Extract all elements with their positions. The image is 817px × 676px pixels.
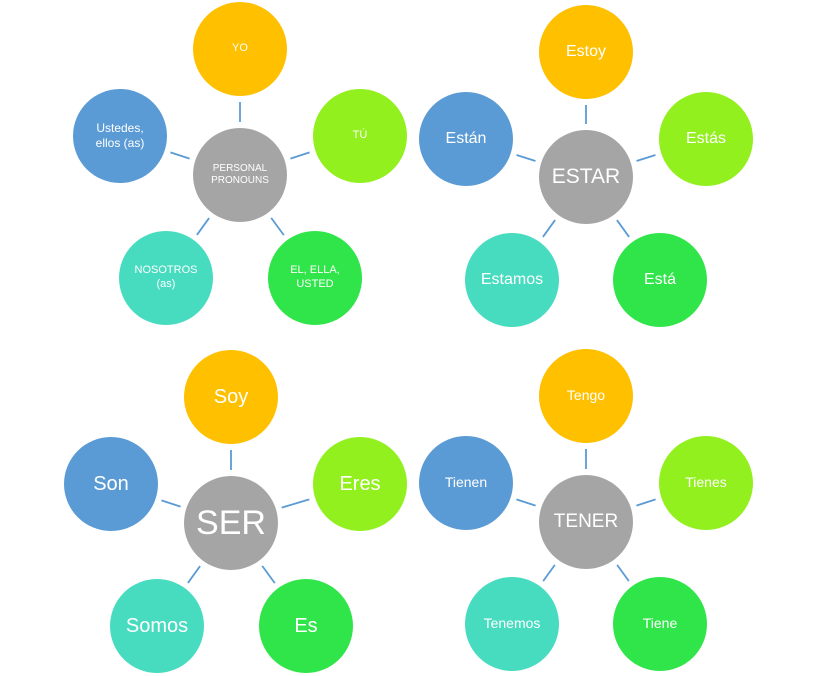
estar-bottom-left: Estamos xyxy=(465,233,559,327)
personal-pronouns-center: PERSONAL PRONOUNS xyxy=(193,128,287,222)
ser-right: Eres xyxy=(313,437,407,531)
tener-center: TENER xyxy=(539,475,633,569)
estar-connector-bottom-right xyxy=(616,219,630,238)
tener-bottom-right: Tiene xyxy=(613,577,707,671)
ser-center: SER xyxy=(184,476,278,570)
personal-pronouns-top: YO xyxy=(193,2,287,96)
tener-connector-bottom-left xyxy=(542,564,556,582)
tener-left: Tienen xyxy=(419,436,513,530)
tener-connector-right xyxy=(636,498,656,507)
ser-connector-bottom-right xyxy=(261,565,276,584)
ser-left: Son xyxy=(64,437,158,531)
estar-center: ESTAR xyxy=(539,130,633,224)
personal-pronouns-connector-bottom-right xyxy=(270,217,285,236)
ser-connector-right xyxy=(281,498,310,509)
ser-bottom-right: Es xyxy=(259,579,353,673)
tener-bottom-left: Tenemos xyxy=(465,577,559,671)
estar-top: Estoy xyxy=(539,5,633,99)
personal-pronouns-bottom-right: EL, ELLA, USTED xyxy=(268,231,362,325)
tener-right: Tienes xyxy=(659,436,753,530)
personal-pronouns-bottom-left: NOSOTROS (as) xyxy=(119,231,213,325)
ser-connector-bottom-left xyxy=(187,565,201,584)
ser-top: Soy xyxy=(184,350,278,444)
personal-pronouns-left: Ustedes, ellos (as) xyxy=(73,89,167,183)
estar-right: Estás xyxy=(659,92,753,186)
estar-bottom-right: Está xyxy=(613,233,707,327)
personal-pronouns-connector-bottom-left xyxy=(196,217,210,236)
personal-pronouns-connector-left xyxy=(170,151,190,160)
estar-left: Están xyxy=(419,92,513,186)
personal-pronouns-connector-right xyxy=(290,151,310,160)
tener-top: Tengo xyxy=(539,349,633,443)
estar-connector-right xyxy=(636,154,656,162)
estar-connector-left xyxy=(516,154,536,162)
tener-connector-bottom-right xyxy=(616,564,630,582)
ser-bottom-left: Somos xyxy=(110,579,204,673)
tener-connector-left xyxy=(516,498,536,507)
ser-connector-left xyxy=(161,499,181,508)
personal-pronouns-right: TÚ xyxy=(313,89,407,183)
estar-connector-bottom-left xyxy=(542,219,556,238)
